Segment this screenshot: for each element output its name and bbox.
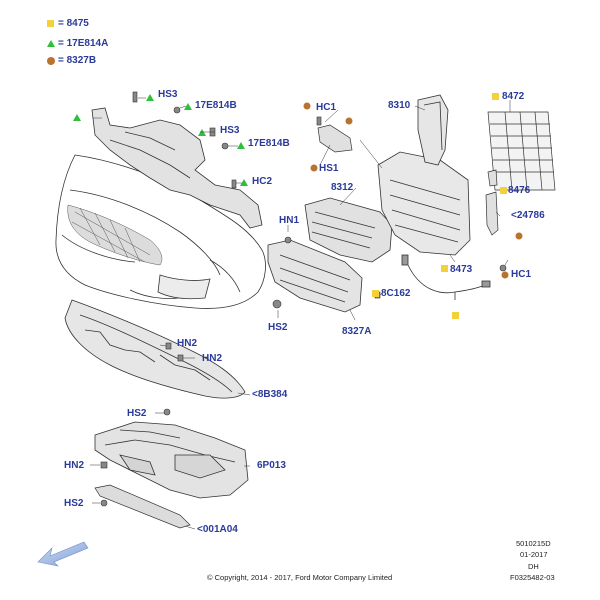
label-hs2-mid: HS2: [127, 408, 147, 419]
triangle-marker-icon: [184, 103, 192, 110]
fasteners-lower: [100, 342, 184, 507]
label-8312: 8312: [331, 182, 354, 193]
label-hs1: HS1: [319, 163, 339, 174]
legend-8475: = 8475: [58, 18, 89, 29]
label-8476: 8476: [508, 185, 531, 196]
upper-deflector: [91, 107, 263, 229]
label-hn2-a: HN2: [177, 338, 198, 349]
label-8472: 8472: [502, 91, 525, 102]
legend-8327b: = 8327B: [58, 55, 97, 66]
label-17e814b-2: 17E814B: [248, 138, 290, 149]
drawing-date: 01-2017: [520, 550, 548, 559]
legend-triangle-icon: [47, 40, 55, 47]
label-6p013: 6P013: [257, 460, 286, 471]
lower-strip: [94, 484, 191, 529]
triangle-marker-icon: [237, 142, 245, 149]
drawing-initials: DH: [528, 562, 539, 571]
label-8473: 8473: [450, 264, 473, 275]
triangle-marker-icon: [73, 114, 81, 121]
grille-8327a: [267, 239, 363, 313]
label-hc1-top: HC1: [316, 102, 337, 113]
legend-square-icon: [47, 20, 54, 27]
circle-marker-icon: [310, 164, 318, 172]
square-marker-icon: [452, 312, 459, 319]
circle-marker-icon: [501, 271, 509, 279]
label-hs3-top: HS3: [158, 89, 178, 100]
label-hs3-mid: HS3: [220, 125, 240, 136]
air-duct-8310: [417, 94, 449, 166]
slat-grille-8472: [487, 111, 556, 191]
label-hn2-b: HN2: [202, 353, 223, 364]
shutter-assembly: [377, 151, 471, 256]
label-17e814b-1: 17E814B: [195, 100, 237, 111]
bracket-right: [485, 169, 499, 236]
drawing-ref: F0325482-03: [510, 573, 555, 582]
label-hc1-right: HC1: [511, 269, 532, 280]
lower-undershield: [64, 299, 246, 399]
label-hc2: HC2: [252, 176, 273, 187]
triangle-marker-icon: [146, 94, 154, 101]
label-001a04: <001A04: [197, 524, 238, 535]
circle-marker-icon: [345, 117, 353, 125]
label-8327a: 8327A: [342, 326, 372, 337]
triangle-marker-icon: [198, 129, 206, 136]
circle-marker-icon: [515, 232, 523, 240]
grille-mesh: [67, 204, 163, 266]
label-hn2-low: HN2: [64, 460, 85, 471]
copyright-text: © Copyright, 2014 - 2017, Ford Motor Com…: [207, 573, 393, 582]
triangle-marker-icon: [240, 179, 248, 186]
legend-17e814a: = 17E814A: [58, 38, 109, 49]
splash-shield: [94, 421, 249, 499]
square-marker-icon: [500, 187, 507, 194]
label-8310: 8310: [388, 100, 411, 111]
label-hs2-left: HS2: [268, 322, 288, 333]
bumper-cover: [55, 154, 266, 309]
radiator-grille-8312: [304, 197, 393, 263]
circle-marker-icon: [303, 102, 311, 110]
bracket-hc1: [317, 124, 353, 153]
drawing-code: 5010215D: [516, 539, 551, 548]
legend-circle-icon: [47, 57, 55, 65]
leader-lines-upper: [93, 97, 242, 184]
label-hn1: HN1: [279, 215, 300, 226]
square-marker-icon: [492, 93, 499, 100]
leader-lines-right: [90, 100, 511, 530]
label-hs2-low: HS2: [64, 498, 84, 509]
label-8c162: 8C162: [381, 288, 411, 299]
direction-arrow-icon: [37, 541, 89, 567]
label-8b384: <8B384: [252, 389, 288, 400]
square-marker-icon: [441, 265, 448, 272]
sensor-wire: [401, 254, 491, 300]
label-24786: <24786: [511, 210, 545, 221]
square-marker-icon: [372, 290, 379, 297]
